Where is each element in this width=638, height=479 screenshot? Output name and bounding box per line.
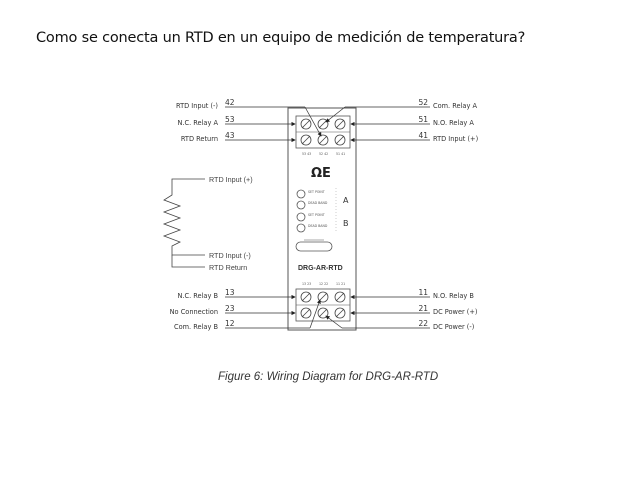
right-bottom-wiring	[325, 294, 430, 329]
num-41: 41	[418, 131, 428, 140]
svg-text:ΩE: ΩE	[311, 166, 331, 181]
label-rtd-return: RTD Return	[181, 135, 218, 143]
num-22: 22	[418, 319, 428, 328]
num-23: 23	[225, 304, 235, 313]
terminal-screw-21	[334, 307, 346, 319]
num-12: 12	[225, 319, 235, 328]
num-43: 43	[225, 131, 235, 140]
num-13: 13	[225, 288, 235, 297]
num-53: 53	[225, 115, 235, 124]
label-no-relay-b: N.O. Relay B	[433, 292, 474, 300]
relay-a-label: A	[343, 196, 349, 205]
terminal-id-bottom-2: 11 21	[336, 282, 345, 286]
rtd-lead-plus: RTD Input (+)	[209, 175, 253, 184]
rtd-lead-return: RTD Return	[209, 263, 247, 272]
terminal-id-top-1: 52 42	[319, 152, 328, 156]
omega-logo-icon: ΩE	[311, 166, 331, 181]
rtd-lead-minus: RTD Input (-)	[209, 251, 251, 260]
led-label-2: SET POINT	[308, 213, 325, 217]
rtd-sensor-resistor	[162, 178, 205, 268]
led-deadband-b	[296, 223, 306, 233]
adjustment-slot	[295, 239, 333, 252]
right-top-wiring	[325, 106, 430, 143]
led-label-0: SET POINT	[308, 190, 325, 194]
label-rtd-input-minus: RTD Input (-)	[176, 102, 218, 110]
terminal-screw-11	[334, 291, 346, 303]
label-no-connection: No Connection	[170, 308, 218, 316]
terminal-screw-43	[300, 134, 312, 146]
led-setpoint-a	[296, 189, 306, 199]
label-nc-relay-b: N.C. Relay B	[177, 292, 218, 300]
indicator-leds: SET POINT DEAD BAND SET POINT DEAD BAND	[296, 189, 328, 233]
led-label-3: DEAD BAND	[308, 224, 328, 228]
led-label-1: DEAD BAND	[308, 201, 328, 205]
terminal-screw-13	[300, 291, 312, 303]
num-51: 51	[418, 115, 428, 124]
label-com-relay-b: Com. Relay B	[174, 323, 218, 331]
slide-title: Como se conecta un RTD en un equipo de m…	[36, 30, 526, 46]
terminal-id-bottom-0: 13 23	[302, 282, 311, 286]
terminal-screw-51	[334, 118, 346, 130]
terminal-screw-22	[317, 307, 329, 319]
terminal-screw-53	[300, 118, 312, 130]
terminal-id-bottom-1: 12 22	[319, 282, 328, 286]
num-42: 42	[225, 98, 235, 107]
terminal-screw-52	[317, 118, 329, 130]
terminal-screw-42	[317, 134, 329, 146]
label-dc-power-plus: DC Power (+)	[433, 308, 477, 316]
terminal-screw-41	[334, 134, 346, 146]
label-nc-relay-a: N.C. Relay A	[177, 119, 218, 127]
led-deadband-a	[296, 200, 306, 210]
led-setpoint-b	[296, 212, 306, 222]
terminal-screw-23	[300, 307, 312, 319]
relay-b-label: B	[343, 219, 349, 228]
model-label: DRG-AR-RTD	[298, 265, 343, 272]
terminal-id-top-0: 53 43	[302, 152, 311, 156]
left-bottom-wiring	[225, 294, 321, 329]
left-top-wiring	[225, 106, 322, 143]
label-no-relay-a: N.O. Relay A	[433, 119, 474, 127]
figure-caption: Figure 6: Wiring Diagram for DRG-AR-RTD	[218, 371, 438, 383]
terminal-id-top-2: 51 41	[336, 152, 345, 156]
num-52: 52	[418, 98, 428, 107]
label-dc-power-minus: DC Power (-)	[433, 323, 474, 331]
label-rtd-input-plus: RTD Input (+)	[433, 135, 478, 143]
num-11: 11	[418, 288, 428, 297]
label-com-relay-a: Com. Relay A	[433, 102, 477, 110]
num-21: 21	[418, 304, 428, 313]
